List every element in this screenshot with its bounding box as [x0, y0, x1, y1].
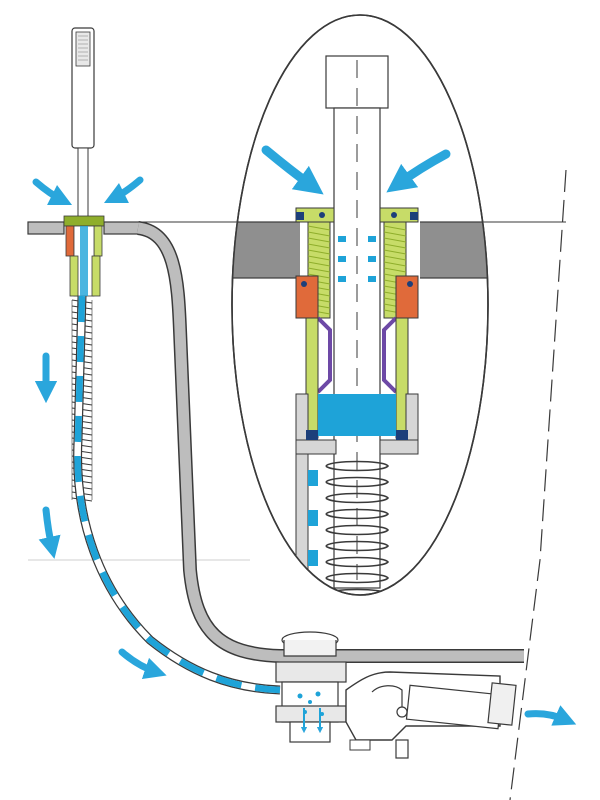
flow-arrow-into-mount-left: [32, 178, 73, 206]
flow-arrow-hose-lower: [118, 648, 167, 680]
waste-outlet-end: [487, 682, 517, 726]
flow-arrows: [32, 176, 577, 726]
magnified-callout: [231, 14, 489, 596]
callout-orange-nut-right: [395, 275, 419, 319]
drain-tailpiece: [289, 721, 331, 743]
shower-stem: [77, 147, 89, 219]
flow-arrow-waste-out: [524, 705, 577, 726]
cleanout-plug: [395, 739, 409, 759]
deck-mount-small: [63, 215, 105, 297]
hose-water: [74, 295, 281, 694]
tub-deck: [27, 221, 141, 235]
tub-wall-dashed-line: [509, 169, 567, 800]
flow-arrow-into-mount-right: [103, 176, 144, 204]
drain-body-upper: [275, 661, 347, 683]
hand-shower: [71, 27, 95, 219]
drain-nut: [275, 705, 347, 723]
callout-orange-nut-left: [295, 275, 319, 319]
callout-flow-arrow-left: [261, 145, 324, 195]
callout-flow-arrow-right: [386, 149, 451, 193]
drain-assembly: [275, 631, 517, 759]
callout-seal-right: [382, 316, 398, 394]
callout-seal-left: [316, 316, 332, 394]
callout-housing-left: [295, 393, 309, 585]
orange-nut-small: [65, 225, 75, 257]
shower-spray-face: [75, 31, 91, 67]
tub-wall-fill: [136, 222, 524, 662]
callout-thread-left: [307, 221, 331, 319]
flow-arrow-hose-middle: [38, 506, 61, 559]
